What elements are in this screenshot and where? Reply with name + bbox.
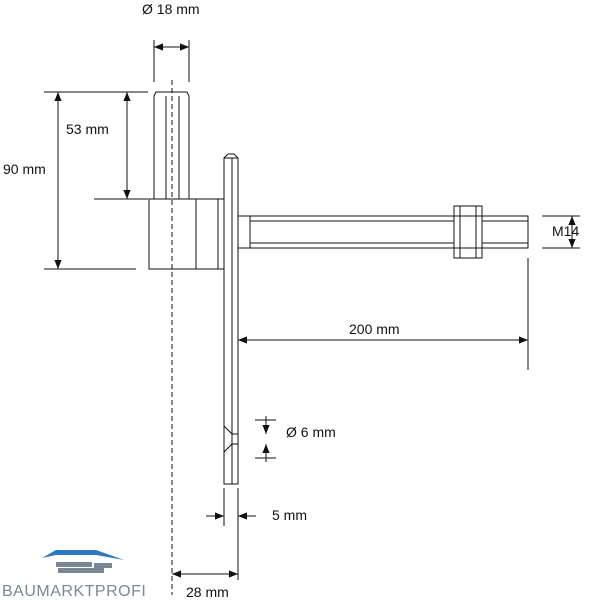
label-pin-length: 53 mm <box>66 121 109 137</box>
dimension-lines <box>54 43 576 578</box>
brand-logo: BAUMARKTPROFI <box>2 550 146 600</box>
label-hole-diameter: Ø 6 mm <box>286 424 336 440</box>
threaded-rod <box>237 215 529 249</box>
label-offset: 28 mm <box>186 584 229 600</box>
logo-text: BAUMARKTPROFI <box>2 583 146 600</box>
hex-nut <box>453 205 483 259</box>
label-rod-length: 200 mm <box>349 321 400 337</box>
label-pin-diameter: Ø 18 mm <box>142 1 200 17</box>
countersunk-hole <box>223 425 238 453</box>
label-total-height: 90 mm <box>3 161 46 177</box>
label-thread: M14 <box>552 223 579 239</box>
extension-lines <box>44 40 580 580</box>
label-plate-thickness: 5 mm <box>272 507 307 523</box>
mounting-plate <box>223 153 239 485</box>
pin-sleeve <box>148 198 225 270</box>
logo-roof-icon <box>42 550 124 560</box>
